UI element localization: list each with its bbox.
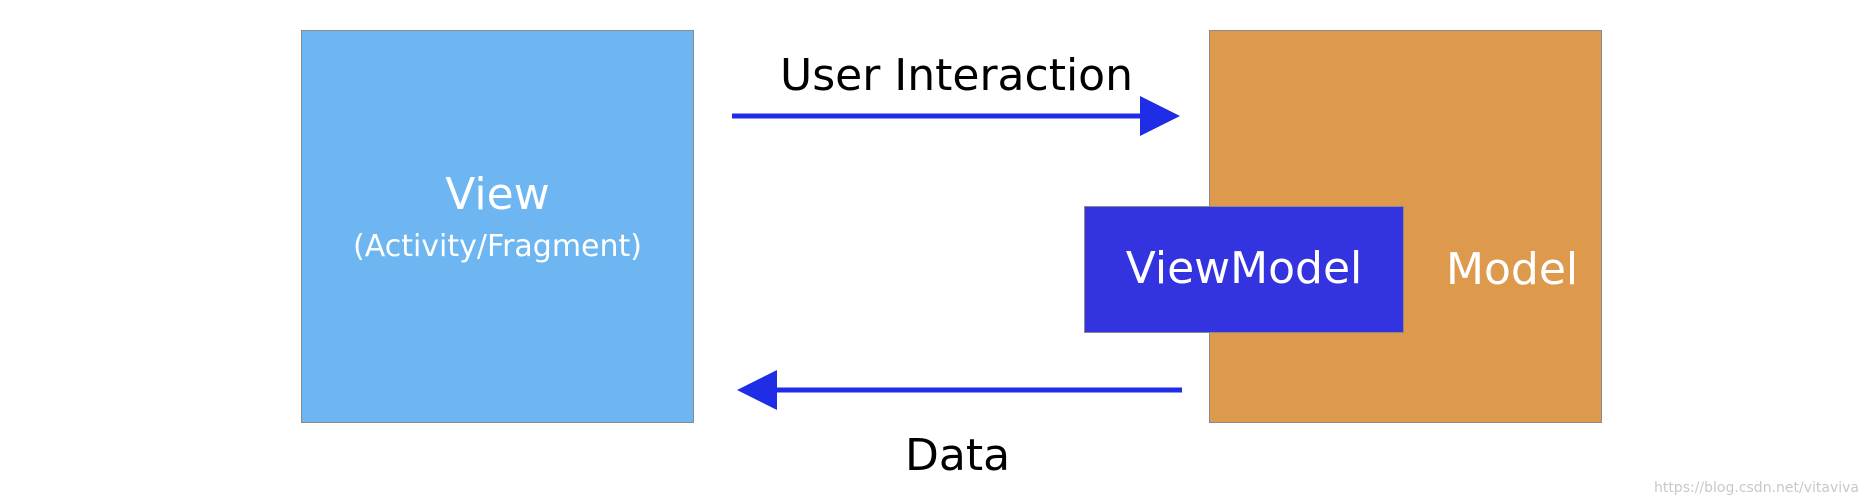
- view-node: View (Activity/Fragment): [301, 30, 694, 423]
- model-label: Model: [1446, 244, 1579, 295]
- viewmodel-label: ViewModel: [1125, 243, 1363, 294]
- viewmodel-node: ViewModel: [1084, 206, 1404, 333]
- view-subtitle: (Activity/Fragment): [353, 229, 642, 264]
- view-title: View: [445, 169, 550, 220]
- watermark: https://blog.csdn.net/vitaviva: [1653, 480, 1859, 496]
- data-arrow: [737, 370, 1182, 410]
- data-label: Data: [905, 430, 1011, 481]
- user-interaction-arrowhead: [1140, 96, 1180, 136]
- data-arrowhead: [737, 370, 777, 410]
- user-interaction-label: User Interaction: [780, 50, 1133, 101]
- user-interaction-arrow: [732, 96, 1180, 136]
